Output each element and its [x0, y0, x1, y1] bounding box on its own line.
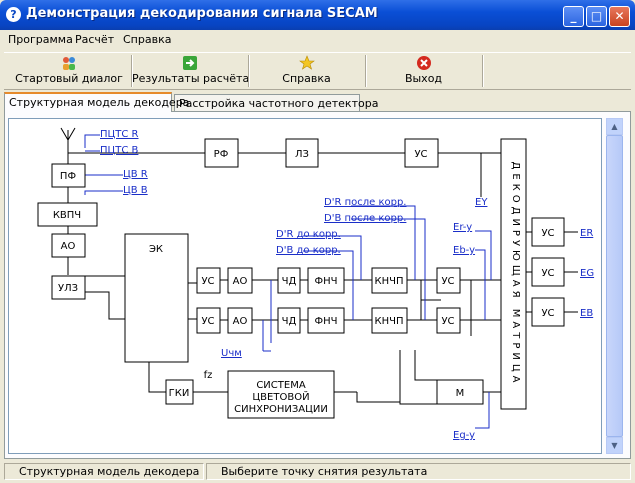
menu-bar: Программа Расчёт Справка [0, 30, 635, 50]
link-pcts-r[interactable]: ПЦТС R [100, 129, 139, 140]
block-knchp2[interactable]: КНЧП [375, 316, 404, 327]
block-ao1[interactable]: АО [233, 276, 248, 287]
block-us-r[interactable]: УС [441, 276, 454, 287]
block-pf[interactable]: ПФ [60, 171, 77, 182]
block-sync-line-2: ЦВЕТОВОЙ [252, 390, 309, 403]
link-er-y[interactable]: Er-y [453, 222, 472, 233]
link-dr-after[interactable]: D'R после корр. [324, 197, 407, 208]
link-eb-y[interactable]: Eb-y [453, 245, 475, 256]
block-lz[interactable]: ЛЗ [295, 149, 309, 160]
block-fnch2[interactable]: ФНЧ [315, 316, 338, 327]
block-sync-line-3: СИНХРОНИЗАЦИИ [234, 404, 328, 415]
start-dialog-button[interactable]: Стартовый диалог [10, 53, 128, 89]
results-button[interactable]: Результаты расчёта [132, 53, 249, 89]
tab-detector-detuning[interactable]: Расстройка частотного детектора [174, 94, 378, 111]
menu-help[interactable]: Справка [123, 33, 172, 46]
link-eg[interactable]: EG [580, 268, 594, 279]
block-chd1[interactable]: ЧД [282, 276, 297, 287]
window-title: Демонстрация декодирования сигнала SECAM [26, 6, 378, 21]
fz-label: fz [204, 370, 213, 381]
link-eg-y[interactable]: Eg-y [453, 430, 475, 441]
status-right: Выберите точку снятия результата [206, 463, 631, 480]
vertical-scrollbar[interactable]: ▲ ▼ [606, 118, 623, 454]
link-uchm[interactable]: Uчм [221, 348, 242, 359]
users-icon [63, 57, 75, 70]
title-bar: ? Демонстрация декодирования сигнала SEC… [0, 0, 635, 30]
scroll-thumb[interactable] [606, 135, 623, 437]
block-ao-left[interactable]: АО [61, 241, 76, 252]
block-us-b[interactable]: УС [441, 316, 454, 327]
block-kvpch[interactable]: КВПЧ [53, 210, 81, 221]
exit-icon [416, 56, 431, 70]
link-db-before[interactable]: D'B до корр. [276, 245, 341, 256]
link-eb[interactable]: EB [580, 308, 593, 319]
block-ao2[interactable]: АО [233, 316, 248, 327]
diagram-canvas: РФ ЛЗ УС ПФ КВПЧ АО УЛЗ ЭК УС АО ЧД ФНЧ … [8, 118, 602, 454]
block-ulz[interactable]: УЛЗ [58, 283, 78, 294]
block-gki[interactable]: ГКИ [169, 388, 190, 399]
link-dr-before[interactable]: D'R до корр. [276, 229, 341, 240]
arrow-right-icon [182, 56, 197, 70]
menu-calc[interactable]: Расчёт [75, 33, 115, 46]
block-us1[interactable]: УС [201, 276, 214, 287]
link-ey[interactable]: EY [475, 197, 488, 208]
block-rf[interactable]: РФ [214, 149, 229, 160]
block-us2[interactable]: УС [201, 316, 214, 327]
menu-program[interactable]: Программа [8, 33, 73, 46]
block-out-us-r[interactable]: УС [541, 228, 554, 239]
block-sync-line-1: СИСТЕМА [256, 380, 306, 391]
block-matrix[interactable]: ДЕКОДИРУЮЩАЯ МАТРИЦА [510, 162, 521, 387]
scroll-down-icon[interactable]: ▼ [606, 437, 623, 454]
link-db-after[interactable]: D'B после корр. [324, 213, 406, 224]
block-out-us-b[interactable]: УС [541, 308, 554, 319]
minimize-button[interactable]: _ [563, 6, 584, 27]
tab-structural-model[interactable]: Структурная модель декодера [4, 92, 189, 112]
block-us-top[interactable]: УС [414, 149, 427, 160]
block-out-us-g[interactable]: УС [541, 268, 554, 279]
block-knchp1[interactable]: КНЧП [375, 276, 404, 287]
close-button[interactable]: ✕ [609, 6, 630, 27]
exit-button[interactable]: Выход [366, 53, 481, 89]
block-fnch1[interactable]: ФНЧ [315, 276, 338, 287]
block-chd2[interactable]: ЧД [282, 316, 297, 327]
star-icon [298, 55, 315, 70]
app-icon[interactable]: ? [6, 7, 21, 22]
link-pcts-b[interactable]: ПЦТС B [100, 145, 139, 156]
status-bar: Структурная модель декодера Выберите точ… [0, 460, 635, 483]
link-cv-b[interactable]: ЦВ B [123, 185, 148, 196]
scroll-up-icon[interactable]: ▲ [606, 118, 623, 135]
block-m[interactable]: М [456, 388, 465, 399]
toolbar: Стартовый диалог Результаты расчёта Спра… [4, 52, 631, 90]
link-cv-r[interactable]: ЦВ R [123, 169, 148, 180]
block-ek[interactable]: ЭК [149, 244, 163, 255]
decoder-diagram: РФ ЛЗ УС ПФ КВПЧ АО УЛЗ ЭК УС АО ЧД ФНЧ … [37, 127, 594, 441]
help-button[interactable]: Справка [249, 53, 364, 89]
status-left: Структурная модель декодера [4, 463, 204, 480]
maximize-button[interactable]: □ [586, 6, 607, 27]
link-er[interactable]: ER [580, 228, 593, 239]
